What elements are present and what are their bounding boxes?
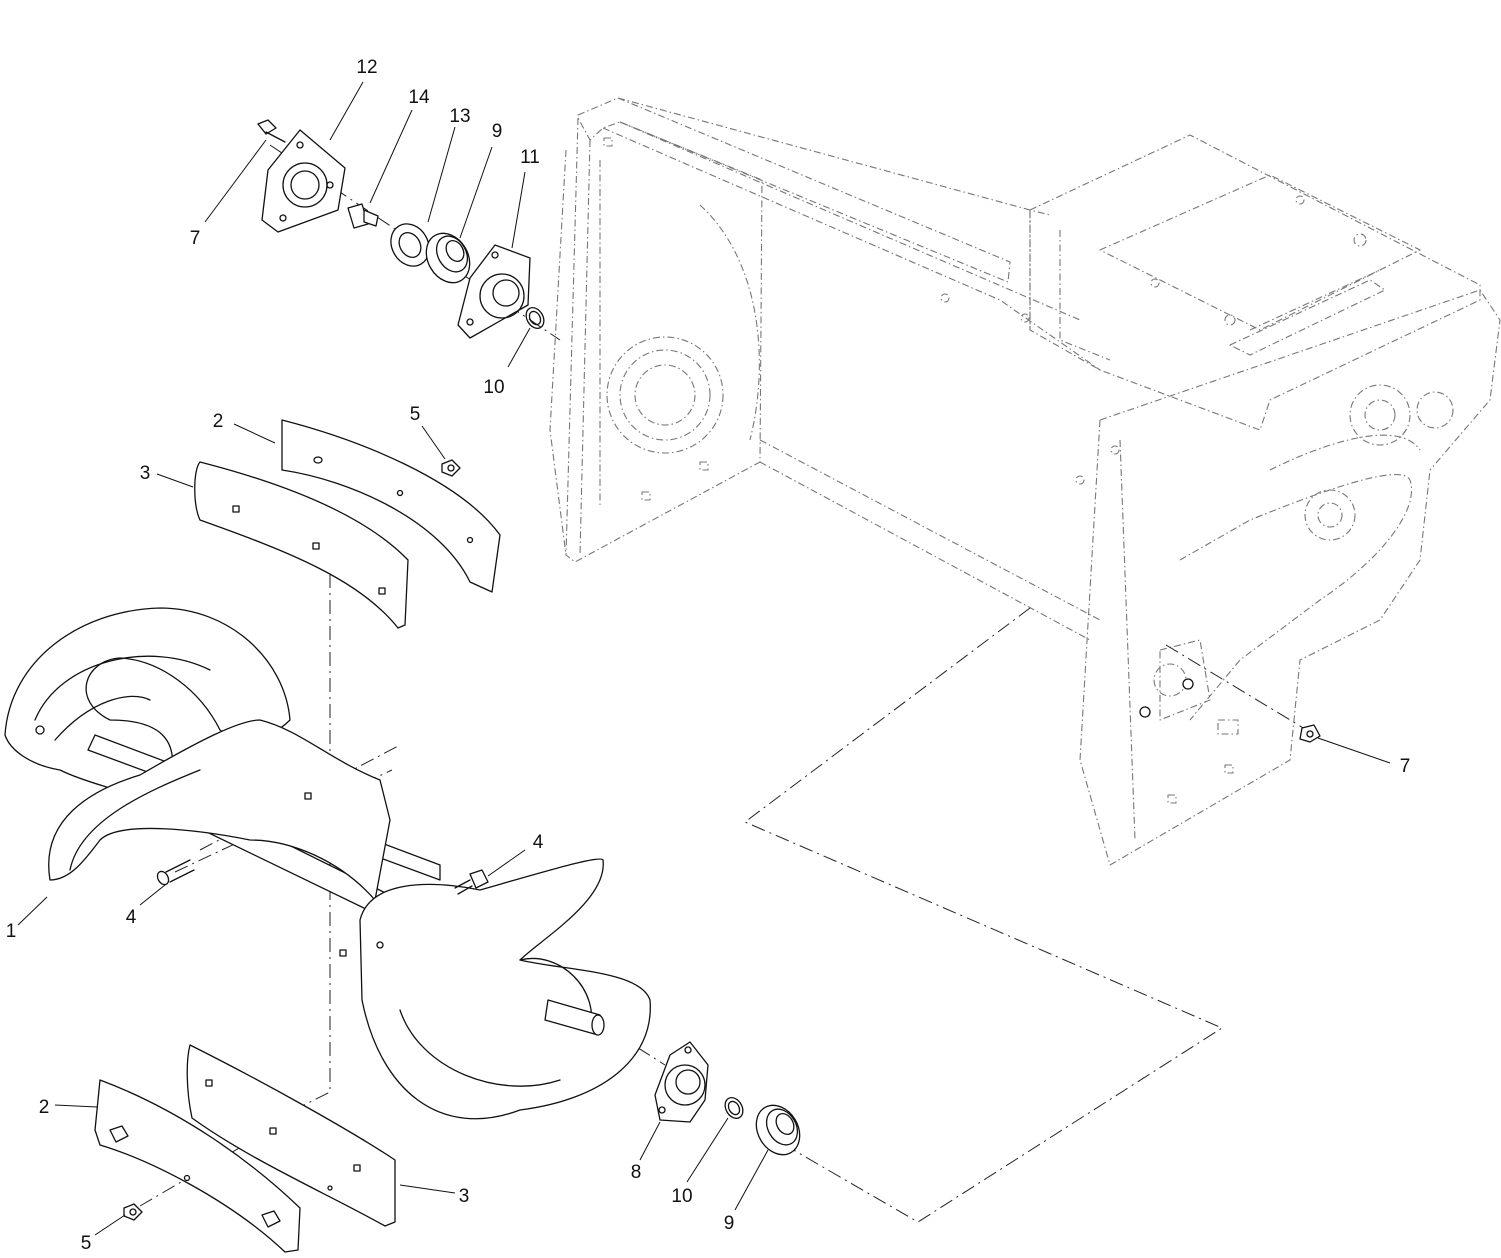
upper-rubber-paddle-3 bbox=[194, 461, 409, 629]
lower-rubber-paddle-3 bbox=[186, 1044, 396, 1227]
callout-9-top: 9 bbox=[492, 121, 503, 142]
top-washer-13 bbox=[390, 223, 430, 267]
callout-14: 14 bbox=[408, 87, 430, 108]
callout-4-left: 4 bbox=[126, 907, 137, 928]
shear-bolt-4-right bbox=[454, 869, 489, 895]
callout-10-top: 10 bbox=[483, 377, 504, 398]
callout-2-top: 2 bbox=[213, 411, 224, 432]
callout-12: 12 bbox=[356, 57, 377, 78]
callout-leader-lines bbox=[17, 81, 1391, 1236]
top-spacer-14 bbox=[347, 203, 379, 229]
callout-3-bottom: 3 bbox=[459, 1186, 470, 1207]
callout-9-bottom: 9 bbox=[724, 1213, 735, 1234]
lower-auger-blade-2 bbox=[94, 1079, 301, 1253]
frame-bolt-7 bbox=[1139, 678, 1321, 743]
callout-7-right: 7 bbox=[1400, 756, 1411, 777]
callout-3-top: 3 bbox=[140, 463, 151, 484]
upper-auger-blade-2 bbox=[281, 419, 501, 593]
top-bearing-flange-11 bbox=[457, 244, 531, 339]
auger-assembly-1 bbox=[4, 607, 651, 1120]
lower-bearing-flange-8 bbox=[654, 1041, 709, 1123]
callout-5-top: 5 bbox=[410, 404, 421, 425]
callout-labels: 12 14 13 9 11 7 10 2 5 3 7 4 4 1 2 3 8 1… bbox=[6, 57, 1411, 1254]
auger-housing-frame bbox=[549, 97, 1501, 866]
top-bolt-7 bbox=[257, 119, 286, 143]
assembly-center-lines bbox=[139, 144, 1311, 1223]
callout-5-bottom: 5 bbox=[81, 1233, 92, 1254]
shear-bolt-4-left bbox=[156, 859, 195, 886]
top-retaining-ring-10 bbox=[525, 307, 545, 329]
lower-bearing-9 bbox=[755, 1104, 801, 1156]
callout-4-right: 4 bbox=[533, 832, 544, 853]
callout-10-bottom: 10 bbox=[671, 1186, 692, 1207]
callout-7-top: 7 bbox=[190, 228, 201, 249]
callout-1: 1 bbox=[6, 921, 17, 942]
callout-8: 8 bbox=[631, 1162, 642, 1183]
lower-retaining-ring-10 bbox=[724, 1097, 744, 1119]
callout-13: 13 bbox=[449, 106, 470, 127]
upper-nut-5 bbox=[441, 459, 461, 477]
callout-11: 11 bbox=[520, 147, 540, 168]
top-bearing-flange-12 bbox=[261, 129, 346, 233]
lower-nut-5 bbox=[123, 1203, 143, 1221]
top-bearing-9 bbox=[425, 232, 471, 284]
callout-2-bottom: 2 bbox=[39, 1097, 50, 1118]
